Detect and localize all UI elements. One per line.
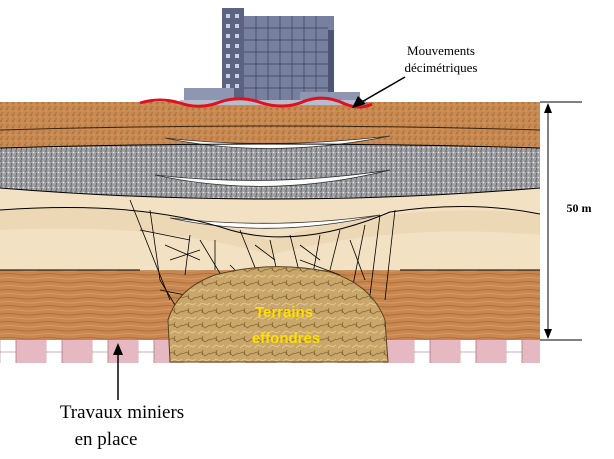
strata-boundaries [0,143,541,271]
dimension-arrow-icon [540,101,582,341]
movements-label-1: Mouvements [407,43,475,58]
void-upper [164,135,391,149]
depth-label: 50 m [567,201,592,215]
mine-works-label-1: Travaux miniers [60,402,184,423]
topsoil-layer [0,102,540,148]
strata [0,102,541,363]
collapsed-label-2: effondrés [252,330,320,347]
gravel-layer [0,144,540,199]
building-icon [180,8,366,105]
collapsed-label-1: Terrains [255,304,313,321]
sand-layer-2 [0,208,540,255]
void-middle [154,169,391,187]
movements-label-2: décimétriques [405,60,478,75]
sand-layer [0,188,540,270]
topsoil-bedding [0,125,541,131]
collapsed-rock-mass [167,266,389,363]
arrow-icon [352,76,406,108]
mine-works-label-2: en place [75,429,138,450]
surface-deformation-line [139,96,373,109]
mine-works-arrow [113,343,123,400]
